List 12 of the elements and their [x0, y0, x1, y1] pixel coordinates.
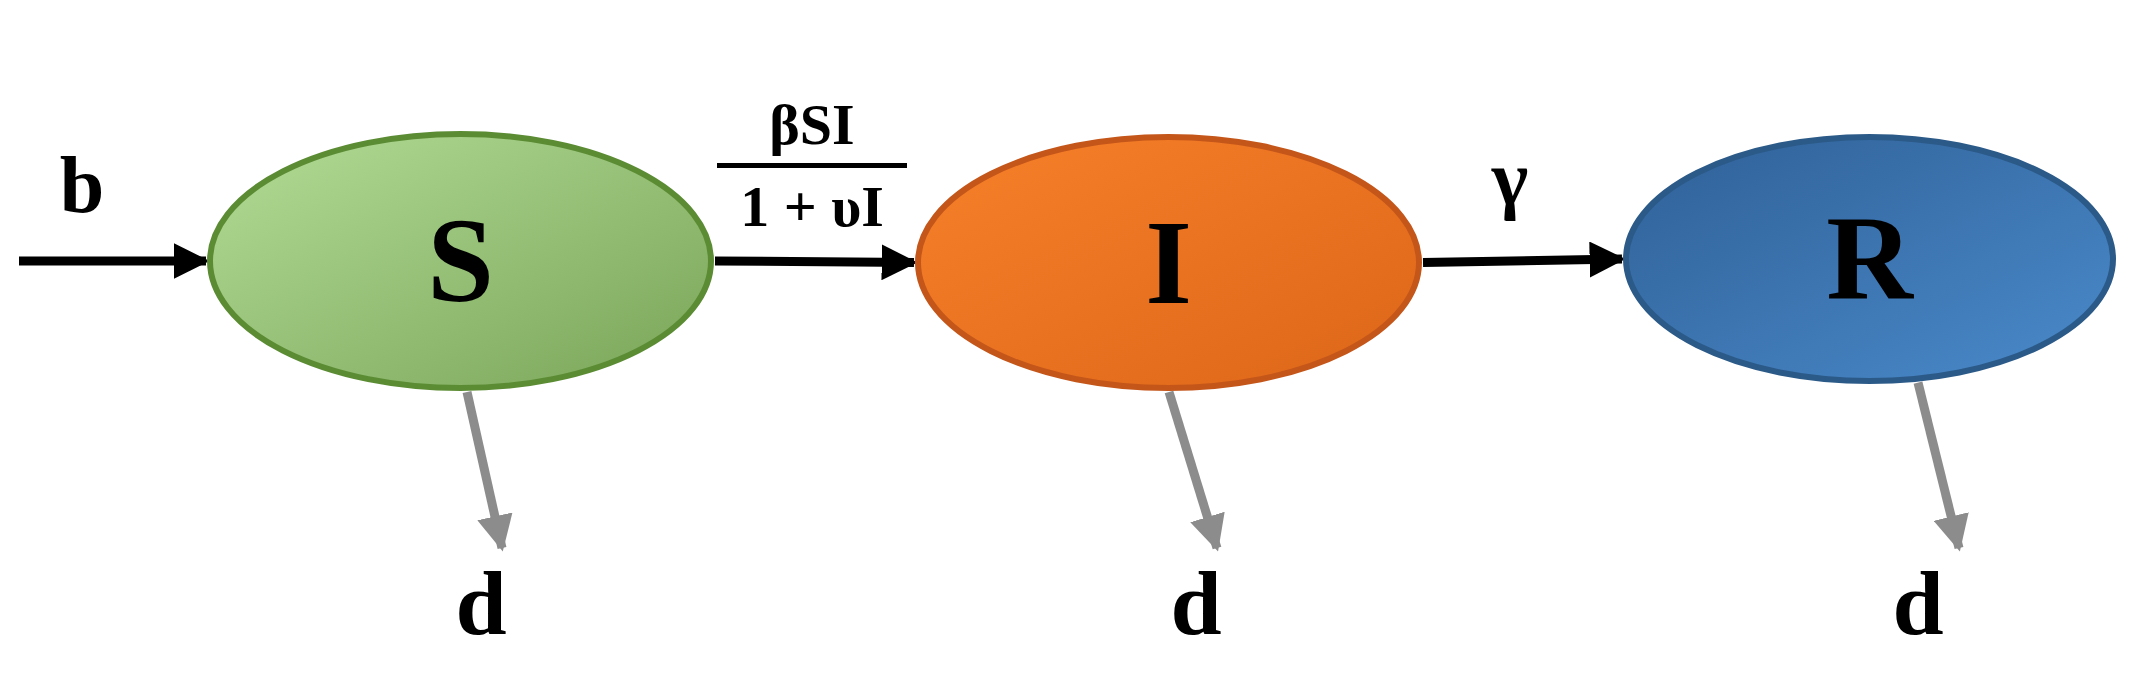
arrow: [1164, 390, 1225, 552]
outflow-label: d: [441, 548, 521, 658]
compartment-ellipse: S: [206, 130, 715, 392]
edge-label: b: [59, 145, 105, 225]
compartment-ellipse: R: [1622, 133, 2117, 385]
rate-denominator: 1 + υI: [740, 178, 884, 236]
arrow: [462, 390, 513, 552]
compartment-ellipse: I: [914, 133, 1423, 392]
edge-label: βSI: [769, 96, 855, 154]
outflow-label: d: [1156, 548, 1236, 658]
arrow: [1913, 381, 1969, 552]
outflow-label: d: [1878, 548, 1958, 658]
